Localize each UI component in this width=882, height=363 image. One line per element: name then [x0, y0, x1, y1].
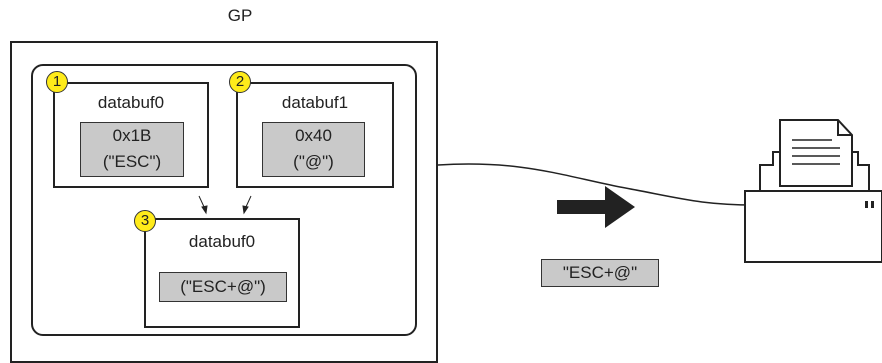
buffer-title: databuf0: [97, 93, 165, 112]
cable-line: [437, 163, 756, 206]
buffer-title: databuf1: [281, 93, 349, 112]
buffer-databuf1-source: databuf1 0x40 ("@"): [236, 82, 394, 188]
step-badge-2: 2: [229, 71, 251, 93]
value-text: ("@"): [293, 152, 334, 171]
buffer-title: databuf0: [188, 232, 256, 251]
buffer-value: 0x40 ("@"): [262, 122, 365, 177]
buffer-value: ("ESC+@"): [159, 272, 287, 302]
output-packet: "ESC+@": [541, 259, 659, 287]
arrow-right-icon: [557, 186, 635, 228]
printer-icon: [744, 119, 882, 263]
buffer-databuf0-combined: databuf0 ("ESC+@"): [144, 218, 300, 328]
gp-memory-area: [31, 64, 417, 336]
merge-arrow-right-icon: [242, 195, 252, 215]
value-hex: 0x40: [295, 126, 332, 145]
value-hex: 0x1B: [112, 126, 152, 145]
value-text: ("ESC+@"): [180, 277, 266, 296]
buffer-value: 0x1B ("ESC"): [80, 122, 184, 177]
merge-arrow-left-icon: [198, 195, 208, 215]
step-badge-1: 1: [46, 71, 68, 93]
step-badge-3: 3: [134, 210, 156, 232]
value-text: ("ESC"): [102, 152, 162, 171]
gp-label: GP: [227, 6, 253, 25]
buffer-databuf0-source: databuf0 0x1B ("ESC"): [53, 82, 209, 188]
